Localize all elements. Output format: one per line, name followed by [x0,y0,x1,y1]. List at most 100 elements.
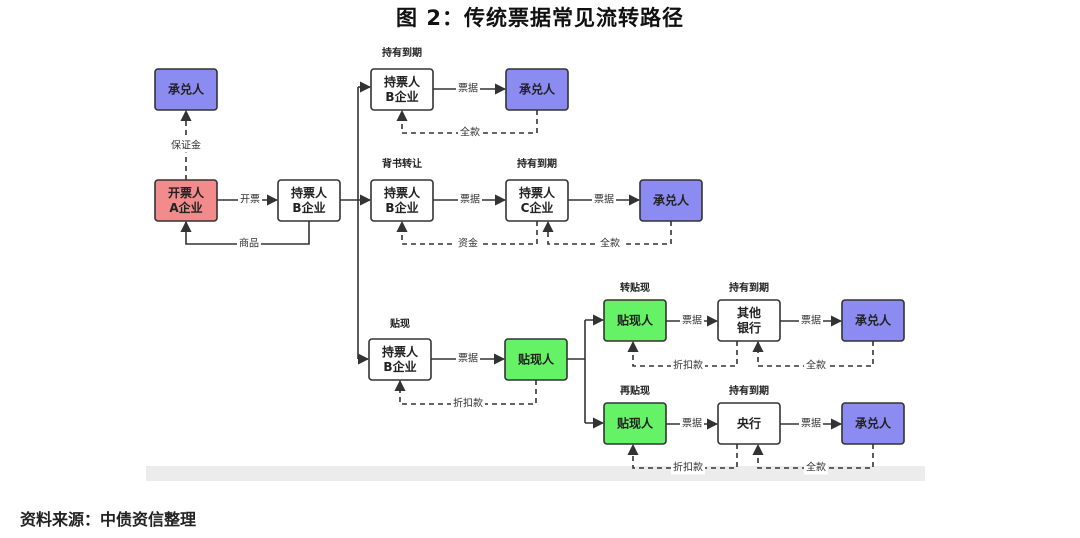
edge-label-bg [458,124,482,140]
bill-label: 票据 [801,417,821,430]
node-label: 贴现人 [617,416,654,431]
node-discounter-b: 贴现人 [603,402,667,445]
node-acceptor-top: 承兑人 [154,68,218,111]
node-label: 开票人 [168,185,205,200]
full-amount-label: 全款 [806,461,826,474]
node-box [505,179,569,222]
node-discounter-a: 贴现人 [603,299,667,342]
node-label: 承兑人 [855,313,892,328]
bill-label: 票据 [458,82,478,95]
node-box [154,179,218,222]
node-label: 持票人 [519,185,556,200]
node-box [504,338,568,381]
node-acceptor-r2: 承兑人 [639,179,703,222]
bill-label: 票据 [682,417,702,430]
funds-label: 资金 [458,237,478,250]
edge-label-bg [680,312,704,328]
bill-label: 票据 [682,314,702,327]
edge-label-bg [169,137,203,153]
margin-label: 保证金 [171,139,201,152]
node-box [841,299,905,342]
node-label: 持票人 [384,74,421,89]
edge-label-bg [598,235,622,251]
bill-label: 票据 [460,193,480,206]
branch-caption: 持有到期 [382,46,422,59]
node-box [154,68,218,111]
edge-label-bg [671,357,705,373]
branch-caption: 贴现 [389,317,410,330]
node-acceptor-b: 承兑人 [841,402,905,445]
node-label: 承兑人 [855,416,892,431]
edge-label-bg [456,350,480,366]
node-box [603,299,667,342]
branch-caption: 转贴现 [620,281,650,294]
branch-caption: 持有到期 [729,281,769,294]
node-label: B企业 [385,200,418,215]
node-box [841,402,905,445]
node-label: 央行 [737,416,761,431]
full-amount-label: 全款 [806,359,826,372]
edge-label-bg [804,459,828,475]
issue-label: 开票 [240,194,260,206]
branch-caption: 背书转让 [382,157,422,170]
node-label: 贴现人 [617,313,654,328]
discount-amount-label: 折扣款 [673,359,703,372]
node-box [717,402,781,445]
edge-label-bg [237,235,261,251]
node-box [277,179,341,222]
bill-label: 票据 [801,314,821,327]
node-label: C企业 [521,200,554,215]
bill-label: 票据 [458,352,478,365]
discount-amount-label: 折扣款 [673,461,703,474]
edge-label-bg [451,395,485,411]
node-box [370,179,434,222]
node-discounter-r3: 贴现人 [504,338,568,381]
node-box [639,179,703,222]
node-label: 贴现人 [518,352,555,367]
full-amount-label: 全款 [460,126,480,139]
node-box [505,68,569,111]
edge-label-bg [456,80,480,96]
branch-caption: 持有到期 [729,384,769,397]
edge-label-bg [456,235,480,251]
node-label: B企业 [383,359,416,374]
goods-label: 商品 [239,237,259,250]
node-box [368,338,432,381]
node-box [717,299,781,342]
source-note: 资料来源：中债资信整理 [20,510,197,529]
figure-title: 图 2：传统票据常见流转路径 [396,6,684,30]
edge-label-bg [799,415,823,431]
edge-label-bg [799,312,823,328]
bottom-band [146,466,925,481]
edge-label-bg [671,459,705,475]
node-label: B企业 [385,89,418,104]
bill-label: 票据 [594,193,614,206]
node-box [603,402,667,445]
node-central-bank: 央行 [717,402,781,445]
edge-label-bg [238,192,262,207]
node-label: B企业 [292,200,325,215]
branch-caption: 再贴现 [620,384,650,397]
nodes-layer: 承兑人开票人A企业持票人B企业持票人B企业承兑人持票人B企业持票人C企业承兑人持… [154,68,905,445]
node-acceptor-a: 承兑人 [841,299,905,342]
node-label: 其他 [737,305,761,320]
node-label: 持票人 [384,185,421,200]
node-acceptor-r1: 承兑人 [505,68,569,111]
branch-caption: 持有到期 [517,157,557,170]
node-label: 承兑人 [653,193,690,208]
node-label: 持票人 [382,344,419,359]
node-label: 承兑人 [519,82,556,97]
node-label: 承兑人 [168,82,205,97]
labels-layer: 保证金开票商品票据全款票据票据资金全款票据折扣款票据票据折扣款全款票据票据折扣款… [169,46,828,475]
node-label: A企业 [169,200,202,215]
edge-label-bg [804,357,828,373]
discount-amount-label: 折扣款 [453,397,483,410]
